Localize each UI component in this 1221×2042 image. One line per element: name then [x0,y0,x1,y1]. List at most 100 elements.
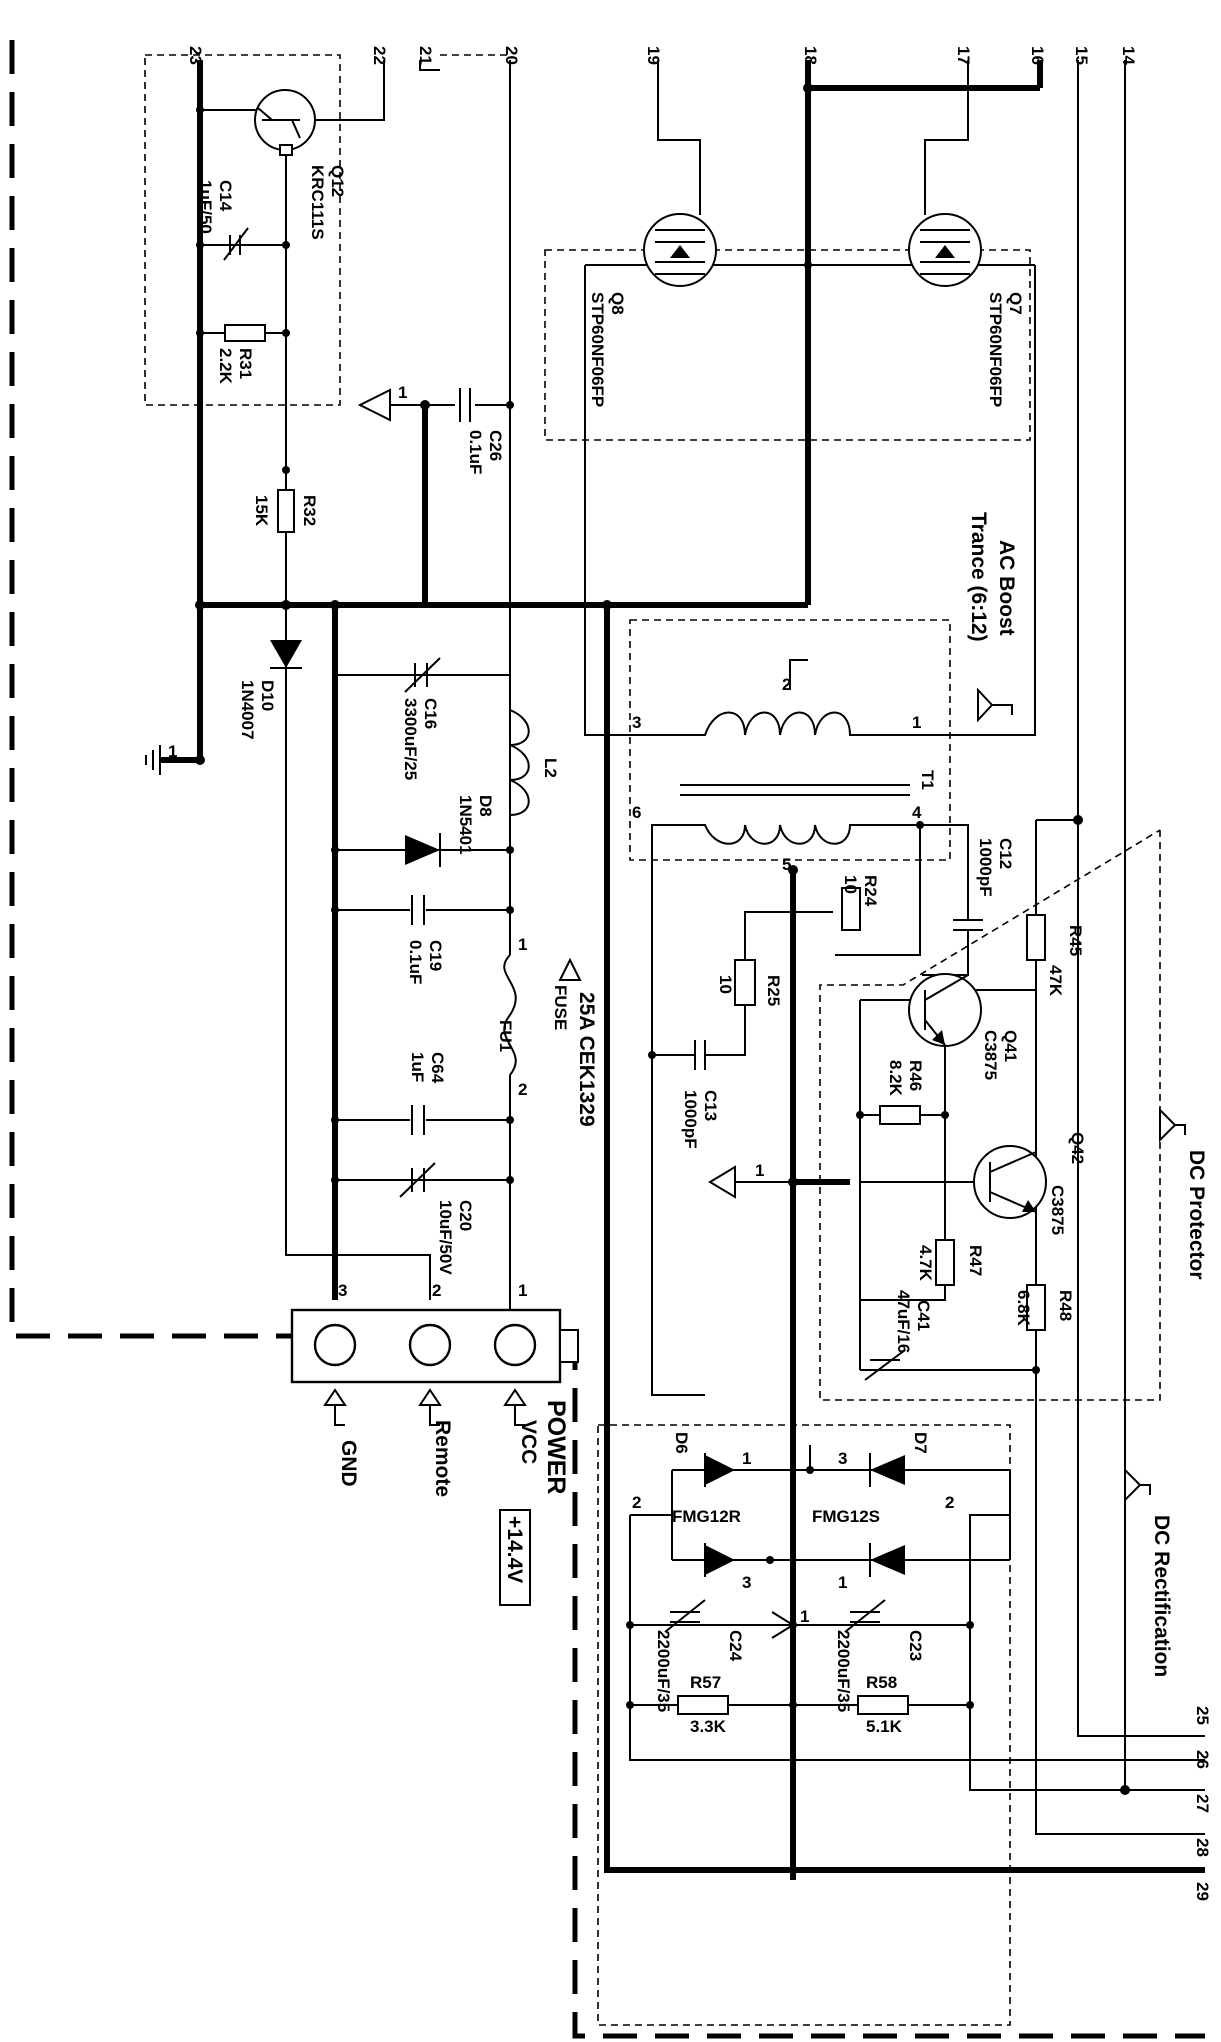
pin-14-label: 14 [1119,46,1138,65]
c20-value: 10uF/50V [436,1200,455,1275]
q8-part: STP60NF06FP [588,292,607,407]
pin-22-label: 22 [370,46,389,65]
c16-ref: C16 [421,698,440,729]
d6-pin-3: 3 [742,1573,751,1592]
dc-protector: DC Protector R45 47K Q41 C3875 R46 8.2K … [864,914,1208,1381]
t1-pin-4: 4 [912,803,922,822]
ac-boost-arrow-icon [977,687,1013,723]
d7-ref: D7 [911,1432,930,1454]
c26-ref: C26 [486,430,505,461]
r24-resistor: R24 10 [770,875,880,931]
d8-part: 1N5401 [456,795,475,855]
rectifier-tap-arrow [771,1611,795,1639]
d10-part: 1N4007 [238,680,257,740]
c26-value: 0.1uF [466,430,485,474]
q41-part: C3875 [981,1030,1000,1080]
d8-ref: D8 [476,795,495,817]
r48-ref: R48 [1056,1290,1075,1321]
pin-28-label: 28 [1193,1838,1212,1857]
r31-ref: R31 [236,348,255,379]
q12-box [144,54,341,406]
r32-resistor: R32 15K [252,489,319,533]
d6-ref: D6 [672,1432,691,1454]
c12-ref: C12 [996,838,1015,869]
c64-ref: C64 [428,1052,447,1084]
d6-part: FMG12R [672,1507,741,1526]
dc-rectification-box [597,1424,1011,2026]
r25-ref: R25 [764,975,783,1006]
c41-value: 47uF/16 [894,1290,913,1353]
r48-value: 6.8K [1014,1290,1033,1327]
q12-ref: Q12 [328,165,347,197]
q8-ref: Q8 [608,292,627,315]
dc-protector-arrow-icon [1159,1107,1186,1143]
c13-value: 1000pF [681,1090,700,1149]
pin-20-label: 20 [502,46,521,65]
r45-ref: R45 [1066,925,1085,956]
t1-pin-1: 1 [912,713,921,732]
d7-part: FMG12S [812,1507,880,1526]
c13-capacitor: C13 1000pF [681,1040,725,1149]
r25-resistor: R25 10 [716,959,783,1006]
gnd-label: GND [337,1440,360,1487]
t1-pin-5: 5 [782,855,791,874]
pin-15-label: 15 [1072,46,1091,65]
terminal-2-label: 2 [432,1281,441,1300]
dc-rectification-label: DC Rectification [1150,1515,1173,1677]
l2-ref: L2 [541,758,560,778]
r25-value: 10 [716,975,735,994]
q7-mosfet: Q7 STP60NF06FP [908,213,1025,407]
ac-boost-line-1: AC Boost [995,540,1018,636]
r47-value: 4.7K [916,1245,935,1282]
r57-value: 3.3K [690,1717,727,1736]
warning-icon [558,957,582,981]
c24-ref: C24 [726,1630,745,1662]
fu1-ref: FU1 [496,1020,515,1052]
r58-ref: R58 [866,1673,897,1692]
r32-value: 15K [252,495,271,527]
d7-pin-2: 2 [945,1493,954,1512]
vcc-label: VCC [517,1420,540,1464]
ground-pin-label: 1 [168,742,177,761]
d6-pin-2: 2 [632,1493,641,1512]
c19-capacitor: C19 0.1uF [406,895,445,984]
r31-resistor: R31 2.2K [216,324,266,385]
ac-boost-line-2: Trance (6:12) [967,512,990,642]
c26-capacitor: C26 0.1uF 1 [357,383,505,474]
ground-symbol: 1 [145,742,177,775]
c20-capacitor: C20 10uF/50V [399,1162,475,1275]
r24-ref: R24 [861,875,880,907]
c41-ref: C41 [914,1300,933,1331]
fu1-pin-1: 1 [518,935,527,954]
c14-value: 1uF/50 [196,180,215,234]
dc-rectification: DC Rectification 1 3 2 D6 FMG12R 3 1 2 D… [632,1432,1173,1736]
c12-capacitor: C12 1000pF [953,838,1015,931]
junctions [195,83,1130,1795]
c24-value: 2200uF/35 [654,1630,673,1712]
power-connector: 3 2 1 GND Remote VCC POWER +14.4V [290,1281,579,1606]
pin-29-label: 29 [1193,1882,1212,1901]
power-title: POWER [542,1400,570,1494]
t1-pin-2: 2 [782,675,791,694]
pin-19-label: 19 [644,46,663,65]
d7-pin-1: 1 [838,1573,847,1592]
r46-ref: R46 [906,1060,925,1091]
t1-pin-3: 3 [632,713,641,732]
outer-dashed-boundary [9,40,1205,2039]
r47-ref: R47 [966,1245,985,1276]
dc-protector-label: DC Protector [1185,1150,1208,1280]
d7-pin-3: 3 [838,1449,847,1468]
gnd-terminal [313,1323,357,1367]
c19-value: 0.1uF [406,940,425,984]
pin-27-label: 27 [1193,1794,1212,1813]
r32-ref: R32 [300,495,319,526]
dc-protector-box [819,829,1161,1401]
t1-pin-6: 6 [632,803,641,822]
r58-value: 5.1K [866,1717,903,1736]
q41-ref: Q41 [1001,1030,1020,1062]
fu1-label: FUSE [551,985,570,1030]
terminal-1-label: 1 [518,1281,527,1300]
c16-capacitor: C16 3300uF/25 [401,657,441,780]
d8-diode: D8 1N5401 [405,795,495,867]
transformer-box [629,619,951,861]
